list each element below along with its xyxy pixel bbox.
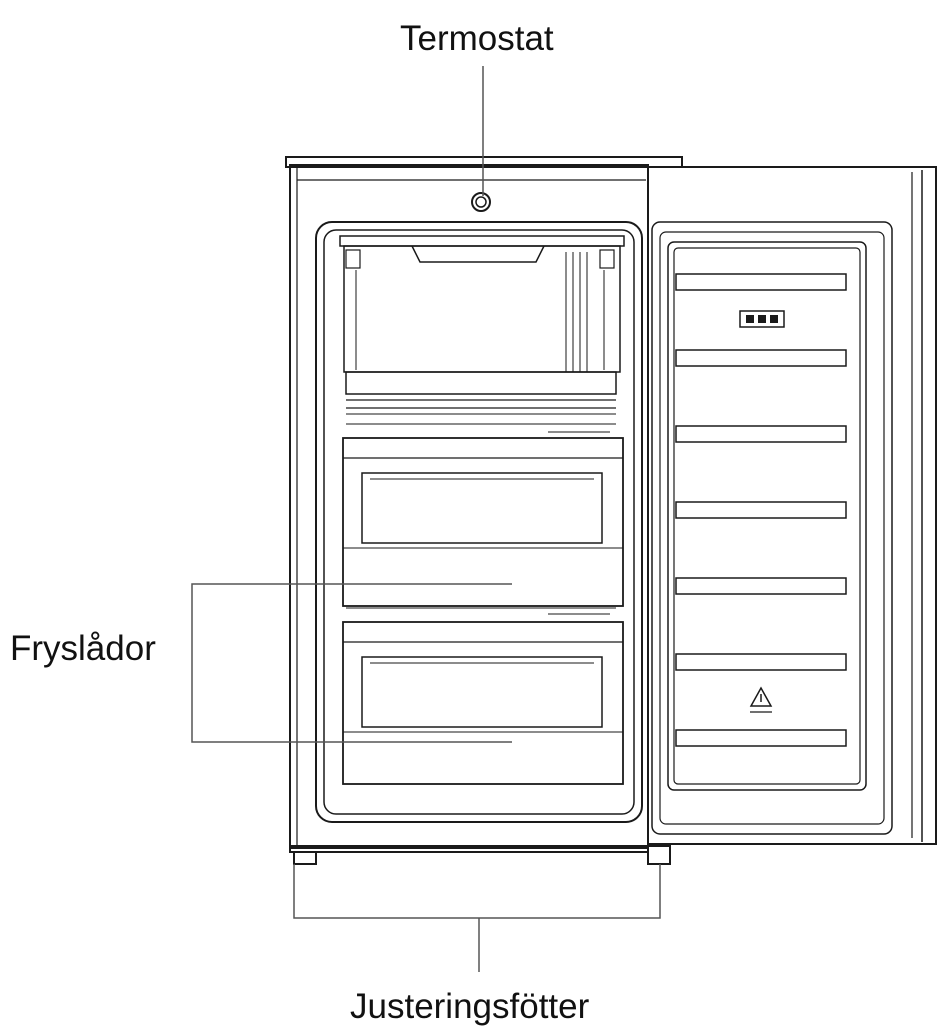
control-panel-icon: [739, 310, 785, 328]
freezer-drawer-upper: [342, 423, 624, 607]
thermostat-label: Termostat: [400, 19, 554, 58]
freezer-drawers-label: Fryslådor: [10, 629, 156, 668]
inner-compartment: [315, 221, 643, 823]
thermostat-knob: [471, 192, 491, 212]
open-door: [647, 166, 937, 845]
drawers-leader: [191, 583, 512, 743]
snowflake-warning-icon: [749, 686, 773, 713]
freezer-drawer-lower: [342, 607, 624, 785]
adjustable-feet-label: Justeringsfötter: [350, 987, 590, 1026]
feet-leader: [293, 864, 661, 919]
top-basket: [339, 235, 625, 415]
adjustable-feet: [293, 845, 671, 865]
